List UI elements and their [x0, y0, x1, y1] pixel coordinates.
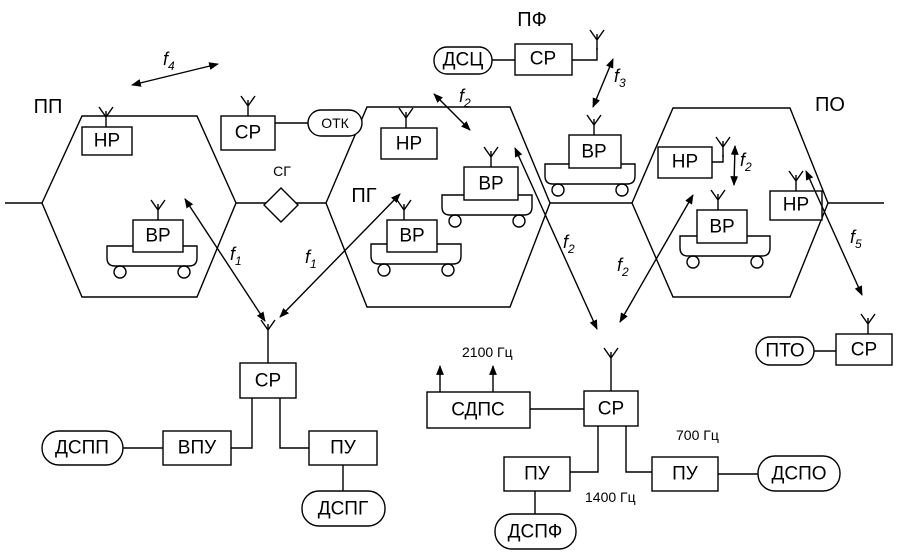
- zone-pp-hexagon: [41, 115, 237, 298]
- po-vr-label: ВР: [709, 217, 734, 238]
- pf-vr-label: ВР: [581, 142, 606, 163]
- signal-point-sg-label: СГ: [273, 163, 291, 179]
- vpu-label: ВПУ: [178, 438, 217, 459]
- tone-700-label: 700 Гц: [676, 427, 719, 443]
- f1-label-left: f1: [230, 244, 242, 268]
- left-dispatch-chain: СР ВПУ ДСПП ПУ ДСПГ: [41, 319, 386, 527]
- zone-po-label: ПО: [815, 94, 845, 116]
- pg-vr-left-label: ВР: [399, 226, 424, 247]
- right-sr-label: СР: [598, 399, 624, 420]
- f2-link-arrow-mid: [514, 147, 598, 330]
- f4-label: f4: [163, 49, 175, 73]
- zone-pg-label: ПГ: [351, 185, 376, 207]
- pto-sr-label: СР: [851, 340, 877, 361]
- tone-1400-label: 1400 Гц: [585, 489, 636, 505]
- otk-station: СР ОТК: [220, 95, 363, 151]
- dsc-label: ДСЦ: [443, 50, 484, 71]
- sdps-label: СДПС: [451, 400, 505, 421]
- f2-label-top: f2: [459, 86, 471, 110]
- pto-station: ПТО СР: [755, 313, 893, 366]
- dspf-label: ДСПФ: [508, 522, 563, 543]
- right-dispatch-chain: СР СДПС 2100 Гц ПУ ДСПФ ПУ ДСПО 700 Гц 1…: [426, 344, 841, 550]
- zone-pg-hexagon: [325, 106, 551, 308]
- f2-link-arrow-po: [730, 145, 739, 186]
- zone-pp-label: ПП: [34, 96, 63, 118]
- pg-train-left: ВР: [370, 199, 462, 277]
- f1-link-arrow-right: [279, 193, 401, 318]
- f1-label-right: f1: [305, 247, 317, 271]
- pf-train: ВР: [544, 114, 636, 197]
- pf-station: ДСЦ СР: [433, 29, 605, 76]
- dspo-label: ДСПО: [771, 464, 826, 485]
- right-pu-left-label: ПУ: [524, 464, 551, 485]
- f1-link-arrow-left: [184, 198, 266, 322]
- po-nr-left-station: НР: [657, 136, 731, 179]
- f2-link-arrow-top: [433, 93, 471, 131]
- left-sr-label: СР: [255, 371, 281, 392]
- otk-sr-label: СР: [235, 123, 261, 144]
- f2-label-mid: f2: [563, 232, 575, 256]
- pg-train-right: ВР: [441, 146, 533, 228]
- f3-link-arrow: [592, 58, 614, 108]
- pg-nr-label: НР: [396, 134, 422, 155]
- zone-pf-label: ПФ: [517, 9, 547, 31]
- pf-sr-label: СР: [530, 49, 556, 70]
- po-train: ВР: [679, 189, 771, 269]
- pg-vr-right-label: ВР: [478, 174, 503, 195]
- right-pu-right-label: ПУ: [672, 464, 699, 485]
- po-nr-left-label: НР: [672, 152, 698, 173]
- po-nr-right-station: НР: [769, 170, 823, 221]
- otk-label: ОТК: [321, 115, 349, 131]
- pp-nr-label: НР: [94, 131, 120, 152]
- pp-nr-station: НР: [81, 106, 133, 156]
- f2-label-po: f2: [740, 150, 752, 174]
- f4-link-arrow: [131, 62, 219, 87]
- left-pu-label: ПУ: [330, 438, 357, 459]
- po-nr-right-label: НР: [783, 195, 809, 216]
- pp-train: ВР: [106, 199, 198, 279]
- pto-label: ПТО: [765, 341, 804, 362]
- f3-label: f3: [614, 66, 626, 90]
- f5-label: f5: [850, 227, 862, 251]
- f2-link-arrow-right: [619, 194, 694, 323]
- pg-nr-station: НР: [380, 107, 438, 160]
- dspp-label: ДСПП: [55, 438, 109, 459]
- dspg-label: ДСПГ: [318, 499, 369, 520]
- f2-label-right: f2: [617, 255, 629, 279]
- tone-2100-label: 2100 Гц: [462, 344, 513, 360]
- f5-link-arrow: [805, 170, 863, 296]
- pp-vr-label: ВР: [145, 226, 170, 247]
- signal-point-sg: [263, 187, 299, 223]
